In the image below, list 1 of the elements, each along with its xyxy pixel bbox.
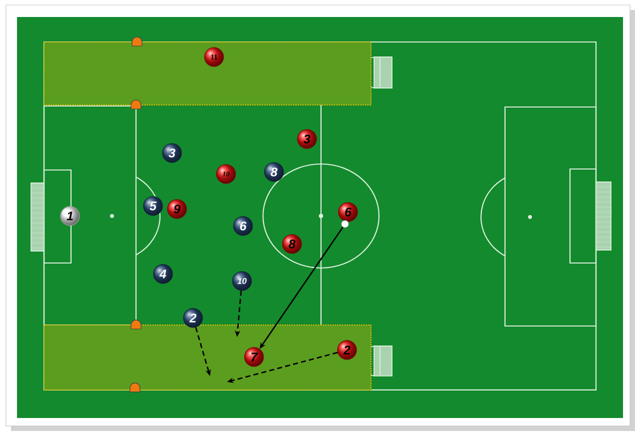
- ball: [341, 220, 349, 228]
